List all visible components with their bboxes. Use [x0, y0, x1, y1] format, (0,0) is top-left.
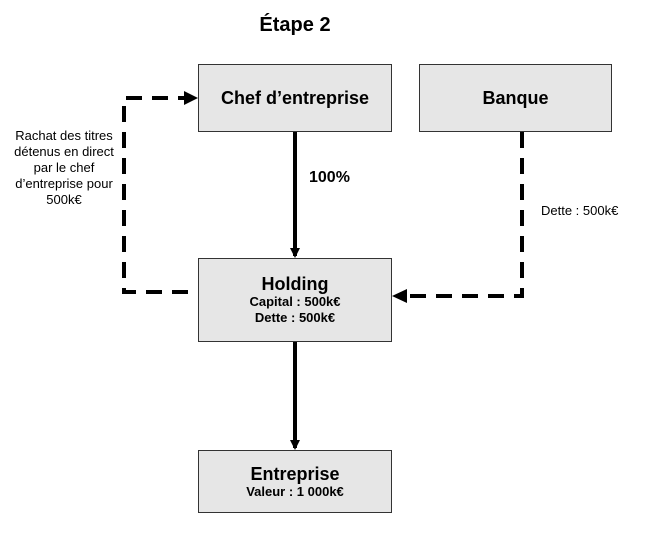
diagram-title: Étape 2 [259, 14, 331, 36]
node-banque: Banque [419, 64, 612, 132]
edge-label-dette: Dette : 500k€ [541, 203, 619, 218]
node-banque-label: Banque [482, 88, 549, 108]
node-entreprise: Entreprise Valeur : 1 000k€ [198, 450, 392, 513]
edge-label-rachat: Rachat des titres détenus en direct par … [14, 128, 114, 207]
node-entreprise-valeur: Valeur : 1 000k€ [246, 483, 344, 499]
node-entreprise-label: Entreprise [250, 463, 340, 484]
edge-holding-to-chef [122, 96, 188, 294]
node-chef-label: Chef d’entreprise [220, 88, 370, 108]
node-holding-capital: Capital : 500k€ [249, 294, 341, 309]
arrowhead-to-holding [392, 289, 407, 303]
node-chef-entreprise: Chef d’entreprise [198, 64, 392, 132]
arrowhead-to-chef [184, 91, 198, 105]
node-holding-label: Holding [261, 274, 329, 294]
edge-label-100-percent: 100% [309, 169, 350, 186]
node-holding-dette: Dette : 500k€ [254, 310, 336, 325]
edge-banque-to-holding [406, 132, 524, 298]
node-holding: Holding Capital : 500k€ Dette : 500k€ [198, 258, 392, 342]
